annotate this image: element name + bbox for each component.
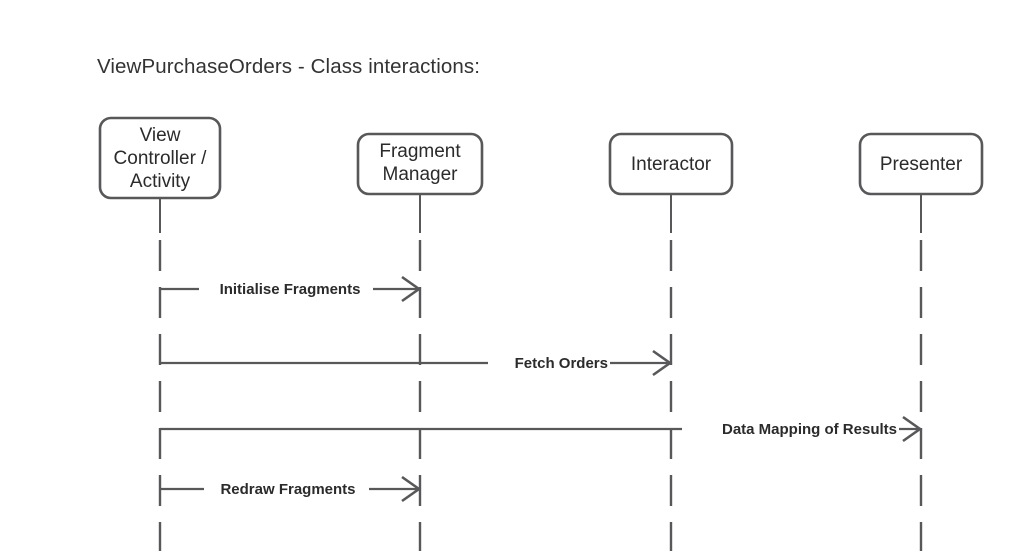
message-label-bg-initialise-fragments [199,279,373,299]
participant-label-fragment-manager-line1: Fragment [379,141,461,162]
participant-label-view-controller-line1: View [140,125,181,146]
message-label-bg-redraw-fragments [204,479,369,499]
participant-label-view-controller-line2: Controller / [114,148,208,169]
participant-box-view-controller[interactable] [98,116,222,200]
message-redraw-fragments[interactable]: Redraw Fragments [160,475,422,503]
participant-interactor[interactable]: Interactor [608,132,734,196]
participant-label-presenter: Presenter [880,154,963,175]
participant-label-interactor: Interactor [631,154,712,175]
participant-presenter[interactable]: Presenter [858,132,984,196]
participant-box-interactor[interactable] [608,132,734,196]
arrowhead-icon [652,349,673,377]
arrowhead-icon [401,275,422,303]
message-data-mapping-of-results[interactable]: Data Mapping of Results [160,415,923,443]
participant-box-presenter[interactable] [858,132,984,196]
messages-group: Initialise Fragments Fetch Orders Data M… [160,275,923,503]
message-fetch-orders[interactable]: Fetch Orders [160,349,673,377]
message-label-data-mapping-of-results: Data Mapping of Results [722,421,897,438]
participant-view-controller[interactable]: View Controller / Activity [98,116,222,200]
message-label-bg-data-mapping-of-results [682,419,899,439]
participant-label-view-controller-line3: Activity [130,171,191,192]
participant-boxes-group: View Controller / Activity Fragment Mana… [98,116,984,200]
message-initialise-fragments[interactable]: Initialise Fragments [160,275,422,303]
participant-fragment-manager[interactable]: Fragment Manager [356,132,484,196]
participant-label-fragment-manager-line2: Manager [383,164,459,185]
lifelines-group [158,194,923,551]
message-label-bg-fetch-orders [488,353,610,373]
participant-box-fragment-manager[interactable] [356,132,484,196]
arrowhead-icon [401,475,422,503]
arrowhead-icon [902,415,923,443]
message-label-fetch-orders: Fetch Orders [515,355,608,372]
page-title: ViewPurchaseOrders - Class interactions: [97,55,481,78]
message-label-redraw-fragments: Redraw Fragments [220,481,355,498]
message-label-initialise-fragments: Initialise Fragments [220,281,361,298]
